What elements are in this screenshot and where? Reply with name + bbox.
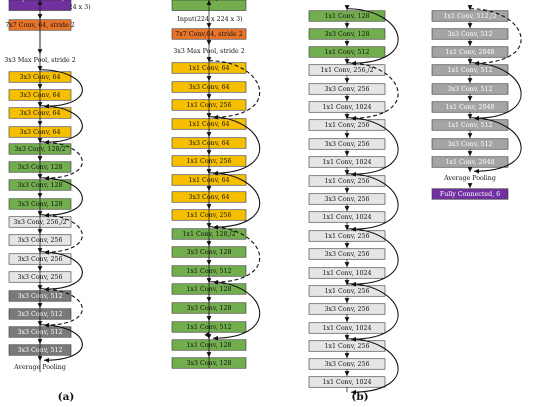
- caption-b: (b): [351, 391, 368, 403]
- projection-shortcut-connection: [346, 62, 399, 121]
- 1x1-conv-256-label: 1x1 Conv, 256: [324, 122, 369, 129]
- 3x3-conv-256-label: 3x3 Conv, 256: [324, 251, 369, 258]
- 1x1-conv-1024-label: 1x1 Conv, 1024: [322, 159, 371, 166]
- identity-shortcut-connection: [346, 228, 399, 287]
- identity-shortcut-connection: [208, 172, 261, 230]
- projection-shortcut-connection: [208, 226, 261, 285]
- resnet50-column-2: 1x1 Conv, 128 3x3 Conv, 128 1x1 Conv, 512 1…: [308, 5, 399, 395]
- resnet34-column: Input(224 x 224 x 3)7x7 Conv, 64, stride…: [4, 0, 91, 373]
- 3x3-conv-128-label: 3x3 Conv, 128: [324, 31, 369, 38]
- identity-shortcut-connection: [39, 105, 83, 145]
- projection-shortcut-connection: [469, 8, 522, 66]
- 1x1-conv-1024-label: 1x1 Conv, 1024: [322, 325, 371, 332]
- identity-shortcut-connection: [346, 117, 399, 177]
- 1x1-conv-512-label: 1x1 Conv, 512: [324, 49, 369, 56]
- identity-shortcut-connection: [208, 116, 261, 176]
- 1x1-conv-1024-label: 1x1 Conv, 1024: [322, 214, 371, 221]
- average-pooling-label: Average Pooling: [443, 175, 496, 182]
- 1x1-conv-2048-label: 1x1 Conv, 2048: [445, 49, 494, 56]
- fully-connected-6-label: Fully Connected, 6: [440, 191, 500, 198]
- resnet50-column-1: Input(224 x 224 x 3)7x7 Conv,64, stride …: [171, 0, 261, 369]
- average-pooling-label: Average Pooling: [13, 364, 66, 371]
- identity-shortcut-connection: [346, 283, 399, 342]
- 1x1-conv-256-label: 1x1 Conv, 256: [324, 178, 369, 185]
- 1x1-conv-512-label: 1x1 Conv, 512: [447, 122, 492, 129]
- identity-shortcut-connection: [469, 62, 522, 121]
- 3x3-conv-256-label: 3x3 Conv, 256: [324, 141, 369, 148]
- 1x1-conv-2048-label: 1x1 Conv, 2048: [445, 104, 494, 111]
- projection-shortcut-connection: [39, 214, 83, 255]
- 1x1-conv-2048-label: 1x1 Conv, 2048: [445, 159, 494, 166]
- 1x1-conv-512-label: 1x1 Conv, 512: [447, 67, 492, 74]
- 3x3-conv-512-label: 3x3 Conv, 512: [447, 31, 492, 38]
- 1x1-conv-1024-label: 1x1 Conv, 1024: [322, 379, 371, 386]
- fully-connected-6-block: [431, 188, 509, 200]
- 1x1-conv-512-2-label: 1x1 Conv, 512,/2: [443, 13, 496, 20]
- identity-shortcut-connection: [346, 8, 399, 66]
- projection-shortcut-connection: [208, 60, 261, 120]
- identity-shortcut-connection: [469, 117, 522, 174]
- 1x1-conv-128-label: 1x1 Conv, 128: [324, 13, 369, 20]
- 1x1-conv-1024-label: 1x1 Conv, 1024: [322, 270, 371, 277]
- identity-shortcut-connection: [208, 281, 261, 341]
- identity-shortcut-connection: [39, 69, 83, 109]
- 3x3-conv-512-label: 3x3 Conv, 512: [447, 141, 492, 148]
- identity-shortcut-connection: [39, 324, 83, 363]
- 3x3-conv-256-label: 3x3 Conv, 256: [324, 196, 369, 203]
- 3x3-conv-256-label: 3x3 Conv, 256: [324, 361, 369, 368]
- input-label: Input(224 x 224 x 3): [177, 16, 242, 23]
- 1x1-conv-256-label: 1x1 Conv, 256: [324, 233, 369, 240]
- 3x3-conv-256-label: 3x3 Conv, 256: [324, 86, 369, 93]
- identity-shortcut-connection: [346, 173, 399, 232]
- projection-shortcut-connection: [39, 141, 83, 181]
- identity-shortcut-connection: [39, 177, 83, 218]
- 1x1-conv-256-label: 1x1 Conv, 256: [324, 288, 369, 295]
- 3x3-conv-256-label: 3x3 Conv, 256: [324, 306, 369, 313]
- 1x1-conv-256-2-label: 1x1 Conv, 256,/2: [320, 67, 373, 74]
- 3x3-conv-512-label: 3x3 Conv, 512: [447, 86, 492, 93]
- 1x1-conv-1024-label: 1x1 Conv, 1024: [322, 104, 371, 111]
- 1x1-conv-256-label: 1x1 Conv, 256: [324, 343, 369, 350]
- identity-shortcut-connection: [39, 251, 83, 292]
- identity-shortcut-connection: [346, 338, 399, 395]
- caption-a: (a): [58, 391, 75, 403]
- resnet50-column-3: 1x1 Conv, 512,/2 3x3 Conv, 512 1x1 Conv, 2…: [431, 5, 522, 200]
- projection-shortcut-connection: [39, 288, 83, 328]
